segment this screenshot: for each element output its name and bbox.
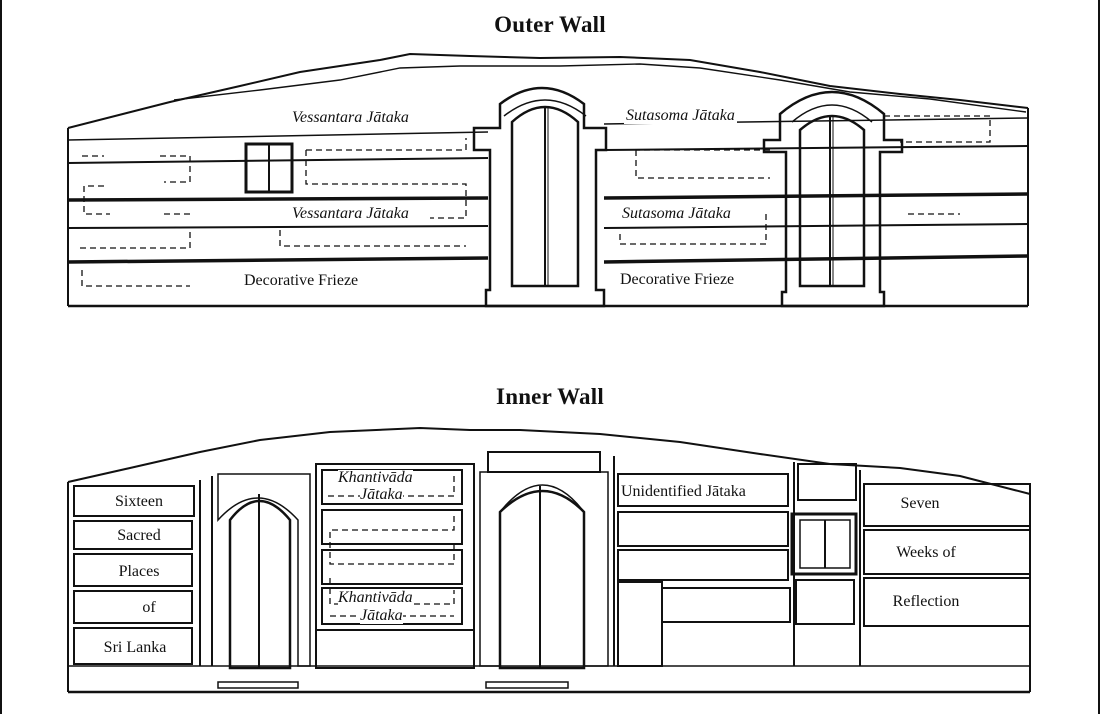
label-sixteen: Sixteen (115, 493, 163, 510)
label-vessantara-top: Vessantara Jātaka (290, 109, 411, 126)
label-unidentified-jataka: Unidentified Jātaka (621, 483, 746, 500)
label-frieze-left: Decorative Frieze (244, 272, 359, 289)
label-sacred: Sacred (117, 527, 161, 544)
label-khantivada-top-2: Jātaka (360, 486, 403, 503)
label-khantivada-bottom-1: Khantivāda (338, 589, 413, 606)
label-sutasoma-top: Sutasoma Jātaka (624, 107, 737, 124)
label-vessantara-mid: Vessantara Jātaka (290, 205, 411, 222)
label-seven: Seven (900, 495, 940, 512)
inner-wall-title: Inner Wall (496, 384, 604, 409)
label-places: Places (118, 563, 160, 580)
label-khantivada-bottom-2: Jātaka (360, 607, 403, 624)
label-khantivada-top-1: Khantivāda (338, 469, 413, 486)
label-sutasoma-mid: Sutasoma Jātaka (620, 205, 733, 222)
label-sri-lanka: Sri Lanka (103, 639, 167, 656)
label-reflection: Reflection (892, 593, 960, 610)
outer-wall-drawing (67, 52, 1029, 308)
label-of: of (142, 599, 156, 616)
outer-wall-title: Outer Wall (494, 12, 606, 37)
label-frieze-right: Decorative Frieze (620, 271, 735, 288)
label-weeks-of: Weeks of (896, 544, 956, 561)
